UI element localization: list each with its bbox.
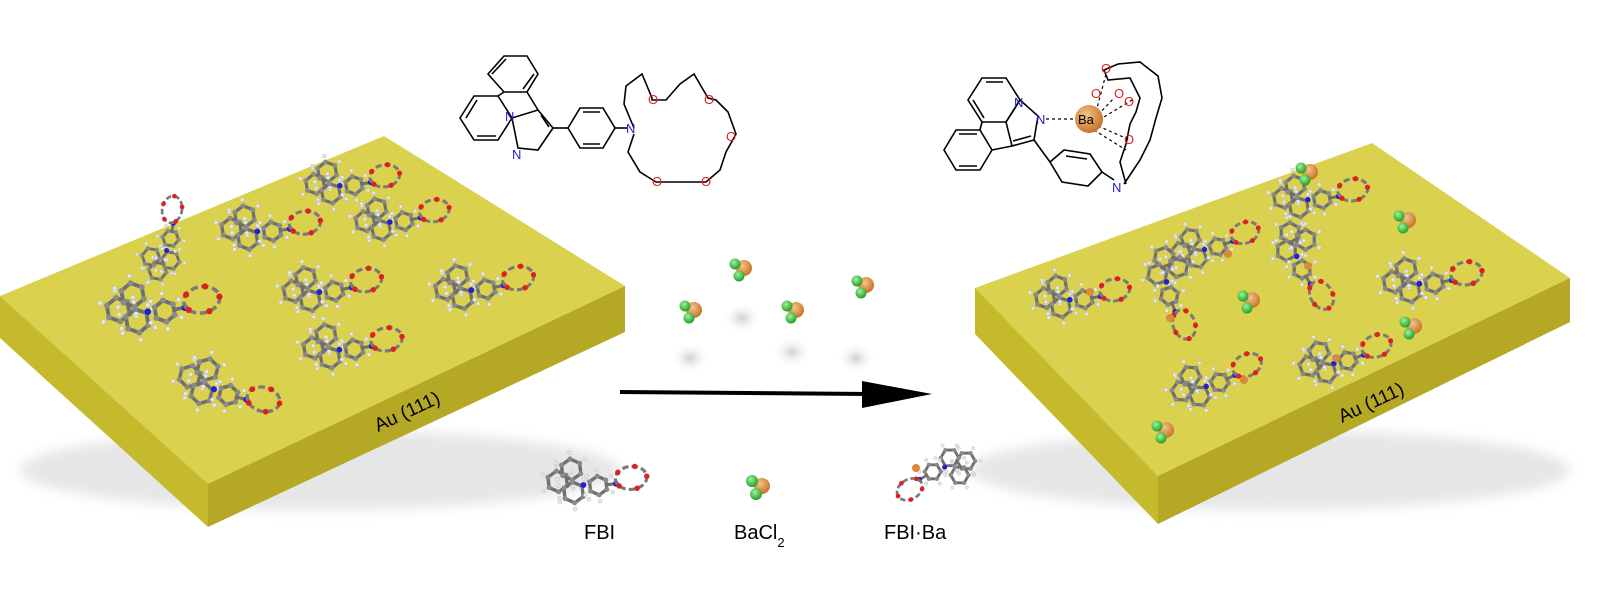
left-slab-front <box>0 296 208 527</box>
fbi-ba-structure <box>943 61 1163 187</box>
surface-bacl2-3 <box>1237 290 1260 314</box>
barium-ion <box>1075 105 1103 133</box>
bound-ba-1 <box>1086 288 1094 296</box>
legend-fbi-molecule <box>540 450 650 512</box>
right-surface-molecules <box>1028 162 1485 444</box>
fbi-phenyl-ring <box>567 107 616 149</box>
legend-fbi-label: FBI <box>584 522 615 544</box>
bound-ba-6 <box>1332 354 1340 362</box>
surface-bacl2-4 <box>1399 316 1422 340</box>
bound-ba-5 <box>1240 376 1248 384</box>
fbi-ba-phenyl-ring <box>1048 149 1104 187</box>
legend-fbi-model <box>540 450 650 512</box>
fbi-crown-ether <box>623 72 737 183</box>
legend-fbi-ba-model <box>895 443 983 502</box>
right-molecule-4 <box>1140 239 1199 342</box>
floating-bacl2-3 <box>781 300 804 324</box>
fbi-ba-atom-ba: Ba <box>1078 112 1095 127</box>
left-slab-side <box>208 286 625 527</box>
right-molecule-6 <box>1375 250 1485 311</box>
fbi-ba-imidazole-ring <box>1005 98 1039 147</box>
reaction-arrow <box>619 381 932 408</box>
left-molecule-3 <box>347 190 452 248</box>
fbi-ba-atom-n3: N <box>1112 180 1121 195</box>
surface-bacl2-1 <box>1295 162 1318 186</box>
fbi-ba-crown-ether <box>1102 61 1163 185</box>
right-slab-side <box>1158 278 1570 524</box>
surface-bacl2-5 <box>1151 420 1174 444</box>
fbi-ba-atom-n1: N <box>1014 95 1023 110</box>
left-molecule-5 <box>275 259 385 320</box>
bacl2-shadow-4 <box>836 342 876 374</box>
right-slab-top <box>975 143 1570 476</box>
fbi-atom-n1: N <box>505 109 514 124</box>
legend-bacl2-sub: 2 <box>777 535 784 550</box>
fbi-atom-n3: N <box>626 121 635 136</box>
right-molecule-1 <box>1266 167 1371 226</box>
fbi-imidazole-ring <box>511 109 555 151</box>
legend-bacl2-main: BaCl <box>734 522 777 544</box>
fbi-atom-o3: O <box>726 129 736 144</box>
fbi-ba-atom-o1: O <box>1101 61 1111 76</box>
legend-fbi-ba-ion <box>912 464 920 472</box>
fbi-ba-atom-n2: N <box>1036 112 1045 127</box>
bacl2-shadow-1 <box>722 302 762 334</box>
right-slab-front <box>975 288 1158 524</box>
legend-bacl2-label: BaCl2 <box>734 522 785 550</box>
legend-bacl2-model <box>746 475 770 500</box>
fbi-atom-o4: O <box>701 174 711 189</box>
fbi-atom-labels: N N N O O O O O <box>505 92 736 189</box>
left-molecule-4 <box>97 273 223 343</box>
floating-bacl2-4 <box>851 275 874 299</box>
right-molecule-8 <box>1163 351 1264 413</box>
fbi-ba-atom-o3: O <box>1114 86 1124 101</box>
left-molecule-1 <box>213 197 324 258</box>
fbi-atom-o2: O <box>704 92 714 107</box>
left-molecule-6 <box>295 316 405 377</box>
floating-bacl2 <box>670 258 876 374</box>
legend-fbi-ba-label: FBI·Ba <box>884 522 947 544</box>
floating-bacl2-2 <box>679 300 702 324</box>
fbi-ba-atom-o5: O <box>1124 132 1134 147</box>
legend-fbi-ba-molecule <box>895 443 983 502</box>
floating-bacl2-1 <box>729 258 752 282</box>
right-gold-slab: Au (111) <box>970 143 1570 524</box>
left-molecule-upright <box>134 193 187 287</box>
bacl2-shadow-2 <box>670 342 710 374</box>
fbi-atom-o5: O <box>652 174 662 189</box>
fbi-ba-atom-labels: N N N Ba O O O O O <box>1014 61 1134 195</box>
left-surface-molecules <box>97 153 537 415</box>
fbi-ba-atom-o2: O <box>1091 86 1101 101</box>
fbi-benzene-ring <box>486 55 539 93</box>
legend: FBI BaCl2 FBI·Ba <box>540 443 983 550</box>
surface-bacl2-2 <box>1393 210 1416 234</box>
fbi-structure <box>459 55 737 183</box>
fbi-atom-n2: N <box>512 147 521 162</box>
left-molecule-8 <box>170 350 283 415</box>
fbi-ba-atom-o4: O <box>1124 94 1134 109</box>
left-molecule-7 <box>427 257 537 318</box>
bound-ba-2 <box>1224 250 1232 258</box>
bound-ba-4 <box>1166 314 1174 322</box>
right-molecule-5 <box>1270 214 1336 311</box>
bacl2-shadow-3 <box>772 336 812 368</box>
fbi-ba-benzene-ring <box>943 129 993 171</box>
left-molecule-2 <box>298 153 403 212</box>
bound-ba-3 <box>1304 262 1312 270</box>
fbi-atom-o1: O <box>648 92 658 107</box>
fbi-ba-pyridine-ring <box>967 77 1021 123</box>
right-molecule-2 <box>1164 219 1261 275</box>
